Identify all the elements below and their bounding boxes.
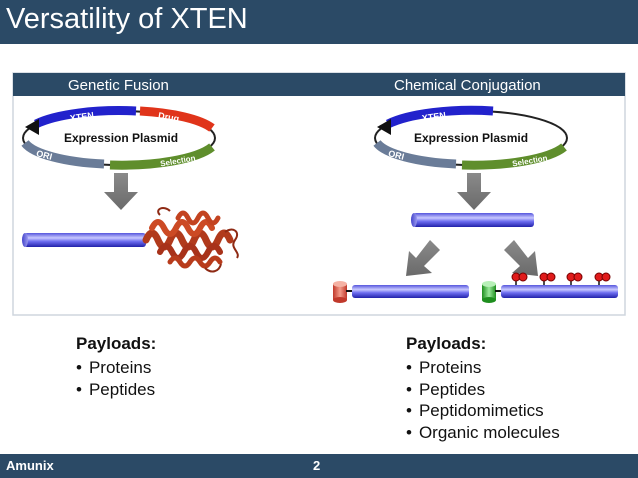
payloads-list: Proteins Peptides Peptidomimetics Organi… bbox=[406, 357, 560, 443]
footer-company: Amunix bbox=[6, 458, 54, 473]
footer-bar bbox=[0, 454, 638, 478]
plasmid-label-ori: ORI bbox=[387, 148, 405, 162]
payloads-heading: Payloads: bbox=[76, 334, 157, 353]
plasmid-label-drug: Drug bbox=[157, 110, 179, 123]
title-bar bbox=[0, 0, 638, 44]
panel-header-left: Genetic Fusion bbox=[68, 77, 169, 94]
small-molecule-icon bbox=[594, 272, 611, 285]
page-number: 2 bbox=[313, 458, 321, 473]
list-item: Peptidomimetics bbox=[406, 400, 560, 422]
plasmid-segment-xten bbox=[34, 106, 137, 129]
xten-rod bbox=[501, 285, 618, 298]
list-item: Peptides bbox=[406, 379, 560, 401]
xten-rod bbox=[24, 233, 146, 247]
diagonal-arrow-icon bbox=[504, 240, 538, 276]
plasmid-center-label: Expression Plasmid bbox=[414, 131, 528, 145]
payloads-list: Proteins Peptides bbox=[76, 357, 156, 400]
down-arrow-icon bbox=[104, 173, 138, 210]
payload-cylinder bbox=[333, 284, 347, 300]
plasmid-left: Expression Plasmid XTEN Drug ORI Selecti… bbox=[21, 106, 216, 170]
plasmid-label-xten: XTEN bbox=[69, 110, 94, 123]
small-molecule-icon bbox=[539, 272, 556, 285]
plasmid-segment-drug bbox=[139, 106, 215, 132]
protein-ribbon-icon bbox=[142, 207, 239, 273]
plasmid-label-ori: ORI bbox=[35, 148, 53, 162]
small-molecule-icon bbox=[566, 272, 583, 285]
plasmid-segment-selection bbox=[461, 143, 567, 170]
plasmid-label-xten: XTEN bbox=[421, 110, 446, 123]
promoter-arrow-icon bbox=[25, 119, 39, 135]
conjugate-single-payload bbox=[333, 281, 469, 303]
xten-rod bbox=[352, 285, 469, 298]
payloads-left: Payloads: Proteins Peptides bbox=[76, 334, 156, 400]
list-item: Organic molecules bbox=[406, 422, 560, 444]
plasmid-segment-ori bbox=[21, 139, 105, 169]
plasmid-segment-xten bbox=[386, 105, 494, 129]
list-item: Peptides bbox=[76, 379, 156, 401]
diagonal-arrow-icon bbox=[406, 240, 440, 276]
xten-rod-cap bbox=[22, 233, 28, 247]
slide-title: Versatility of XTEN bbox=[6, 3, 248, 35]
plasmid-segment-selection bbox=[109, 143, 215, 170]
conjugate-multi-payload bbox=[482, 272, 618, 303]
panel-header-right: Chemical Conjugation bbox=[394, 77, 541, 94]
list-item: Proteins bbox=[76, 357, 156, 379]
down-arrow-icon bbox=[457, 173, 491, 210]
list-item: Proteins bbox=[406, 357, 560, 379]
payloads-right: Payloads: Proteins Peptides Peptidomimet… bbox=[406, 334, 560, 443]
small-molecule-icon bbox=[511, 272, 528, 285]
payload-cylinder bbox=[482, 284, 496, 300]
plasmid-center-label: Expression Plasmid bbox=[64, 131, 178, 145]
xten-protein-fusion bbox=[22, 207, 239, 273]
plasmid-right: Expression Plasmid XTEN ORI Selection bbox=[373, 105, 568, 170]
payloads-heading: Payloads: bbox=[406, 334, 487, 353]
linker bbox=[346, 290, 352, 292]
plasmid-segment-ori bbox=[373, 139, 457, 169]
linker bbox=[495, 290, 501, 292]
promoter-arrow-icon bbox=[377, 119, 391, 135]
xten-rod bbox=[413, 213, 534, 227]
panel-header-bar bbox=[13, 73, 625, 96]
xten-rod-cap bbox=[411, 213, 417, 227]
